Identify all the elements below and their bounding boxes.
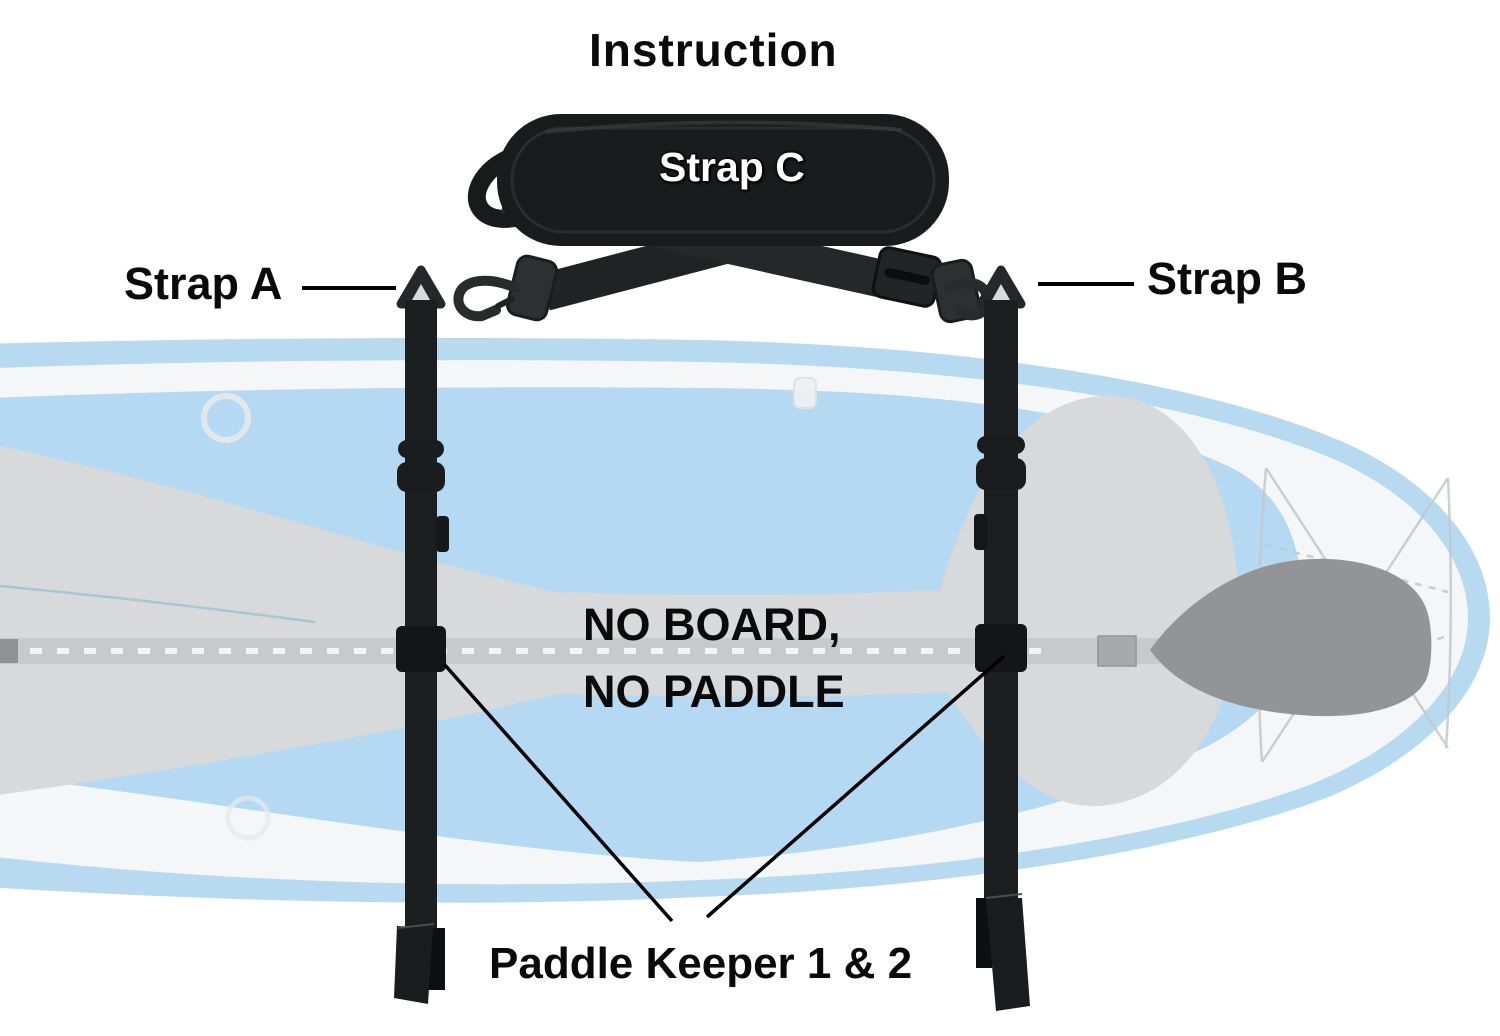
note-line-1: NO BOARD, — [583, 599, 841, 650]
strap-a-triangle-hole — [412, 284, 430, 300]
board-handle — [793, 377, 817, 409]
strap-b-paddle-keeper — [975, 624, 1027, 672]
strap-b-buckle-lower — [976, 458, 1026, 490]
paddle-keeper-pointer-left — [442, 662, 674, 923]
strap-a-end-underlayer — [428, 928, 445, 990]
paddle-ferrule — [1097, 635, 1137, 667]
paddle-graphic — [0, 558, 1432, 717]
traction-pad — [0, 395, 1239, 807]
strap-a-group — [394, 265, 449, 1004]
right-slider-bar — [884, 268, 930, 285]
strap-a-buckle-lower — [397, 462, 445, 492]
left-snap-hook — [453, 275, 521, 322]
paddle-keeper-pointer-right — [705, 654, 1006, 919]
strap-a-webbing — [405, 300, 437, 928]
paddleboard-graphic — [0, 337, 1490, 903]
paddle-blade — [1150, 558, 1432, 717]
strap-c-label: Strap C — [659, 144, 805, 190]
strap-b-end-fold — [986, 898, 1030, 1011]
board-valve-bottom — [225, 795, 271, 841]
strap-b-side-tab — [974, 514, 987, 550]
strap-a-buckle-upper — [398, 440, 444, 458]
strap-b-group — [974, 265, 1030, 1011]
strap-b-buckle-upper — [977, 436, 1025, 454]
shoulder-pad-seam — [510, 126, 936, 234]
board-valve — [201, 393, 251, 443]
shoulder-pad — [497, 114, 949, 246]
left-snap-hook-gate — [495, 296, 515, 309]
strap-b-triangle-hole — [992, 284, 1010, 300]
strap-a-label: Strap A — [124, 258, 283, 309]
page-title: Instruction — [589, 24, 838, 76]
no-board-no-paddle-note: NO BOARD, NO PADDLE — [583, 591, 845, 725]
paddle-keeper-label: Paddle Keeper 1 & 2 — [489, 939, 913, 988]
strap-a-end-fold — [394, 926, 433, 1004]
shoulder-strap-assembly — [453, 114, 993, 324]
paddle-shaft-tip — [0, 639, 18, 663]
shoulder-pad-highlight — [544, 120, 903, 134]
strap-b-webbing — [984, 300, 1018, 900]
strap-b-label: Strap B — [1147, 253, 1308, 304]
strap-a-paddle-keeper — [396, 626, 446, 672]
strap-a-fold-highlight — [397, 923, 435, 929]
note-line-2: NO PADDLE — [583, 666, 845, 717]
callout-lines — [302, 282, 1134, 923]
strap-b-fold-highlight — [985, 893, 1023, 899]
strap-a-side-tab — [436, 516, 449, 552]
pad-seam-line — [0, 584, 316, 624]
